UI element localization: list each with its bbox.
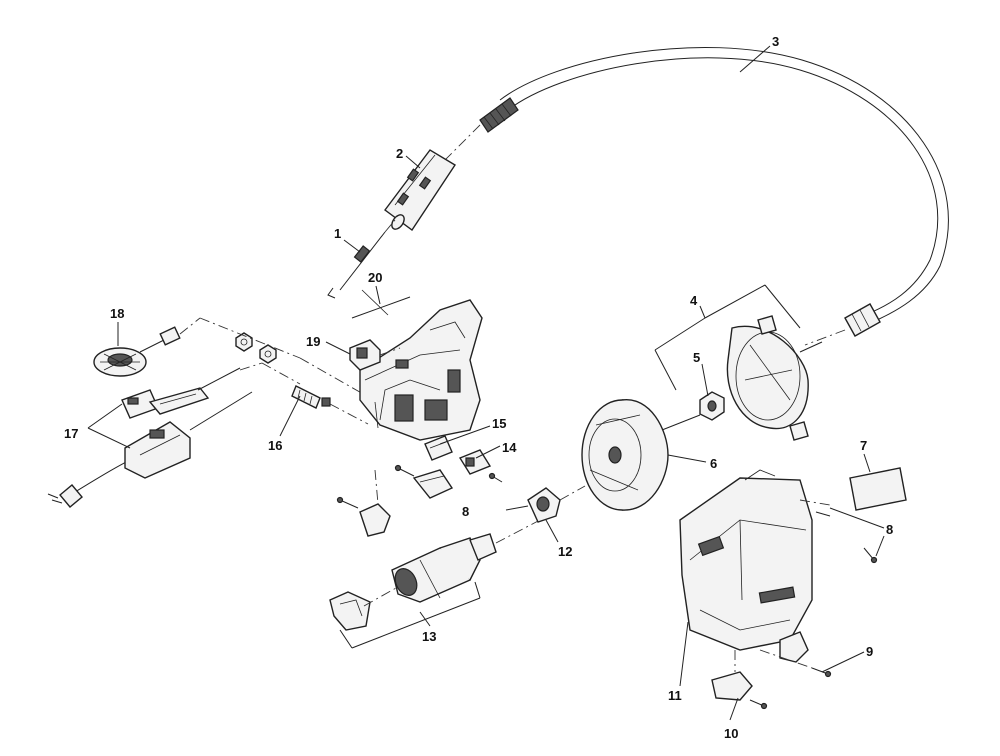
callout-2: 2: [396, 146, 403, 161]
part-15-capacitor: [424, 435, 453, 461]
callout-11: 11: [668, 688, 682, 703]
hose-coil-spring: [479, 97, 519, 133]
part-14-connector: [458, 449, 492, 475]
callout-1: 1: [334, 226, 341, 241]
part-20-pin: [351, 289, 411, 319]
motor-housing-frame: [359, 299, 483, 441]
part-16-terminal: [291, 385, 369, 425]
callout-7: 7: [860, 438, 867, 453]
callout-9: 9: [866, 644, 873, 659]
part-9-foot: [759, 631, 832, 678]
callout-12: 12: [558, 544, 572, 559]
washer: [259, 344, 277, 364]
callout-14: 14: [502, 440, 517, 455]
part-7-label: [849, 467, 907, 511]
part-12-bearing-plate: [505, 487, 561, 523]
part-19-switch: [349, 339, 401, 371]
hose-end-fitting: [844, 303, 881, 337]
callout-4: 4: [690, 293, 698, 308]
part-2-handle-grip: [384, 149, 456, 232]
part-11-enclosure: [679, 469, 831, 651]
part-5-nut: [699, 391, 725, 421]
part-17-power-cord: [47, 367, 253, 508]
callout-3: 3: [772, 34, 779, 49]
leader-lines: [87, 45, 885, 721]
cable-clip: [412, 469, 454, 499]
callout-19: 19: [306, 334, 320, 349]
housing-screws: [336, 464, 503, 509]
callout-8-left: 8: [462, 504, 469, 519]
callout-17: 17: [64, 426, 78, 441]
part-18-brush-disc: [93, 326, 181, 377]
callout-16: 16: [268, 438, 282, 453]
enclosure-screws: [815, 511, 878, 564]
callout-6: 6: [710, 456, 717, 471]
housing-clip: [359, 469, 391, 537]
callout-15: 15: [492, 416, 506, 431]
part-10-foot-pad: [711, 650, 768, 710]
part-6-drum: [559, 399, 701, 511]
callout-labels: 1 2 3 4 5 6 7 8 8 9 10 11 12 13 14 15 16…: [64, 34, 893, 741]
callout-13: 13: [422, 629, 436, 644]
callout-18: 18: [110, 306, 124, 321]
hex-nut: [235, 332, 253, 352]
callout-10: 10: [724, 726, 738, 741]
part-4-drum-cover: [654, 284, 823, 441]
callout-20: 20: [368, 270, 382, 285]
part-13-motor: [329, 519, 541, 649]
callout-5: 5: [693, 350, 700, 365]
callout-8-right: 8: [886, 522, 893, 537]
part-3-flex-shaft: [429, 46, 949, 346]
